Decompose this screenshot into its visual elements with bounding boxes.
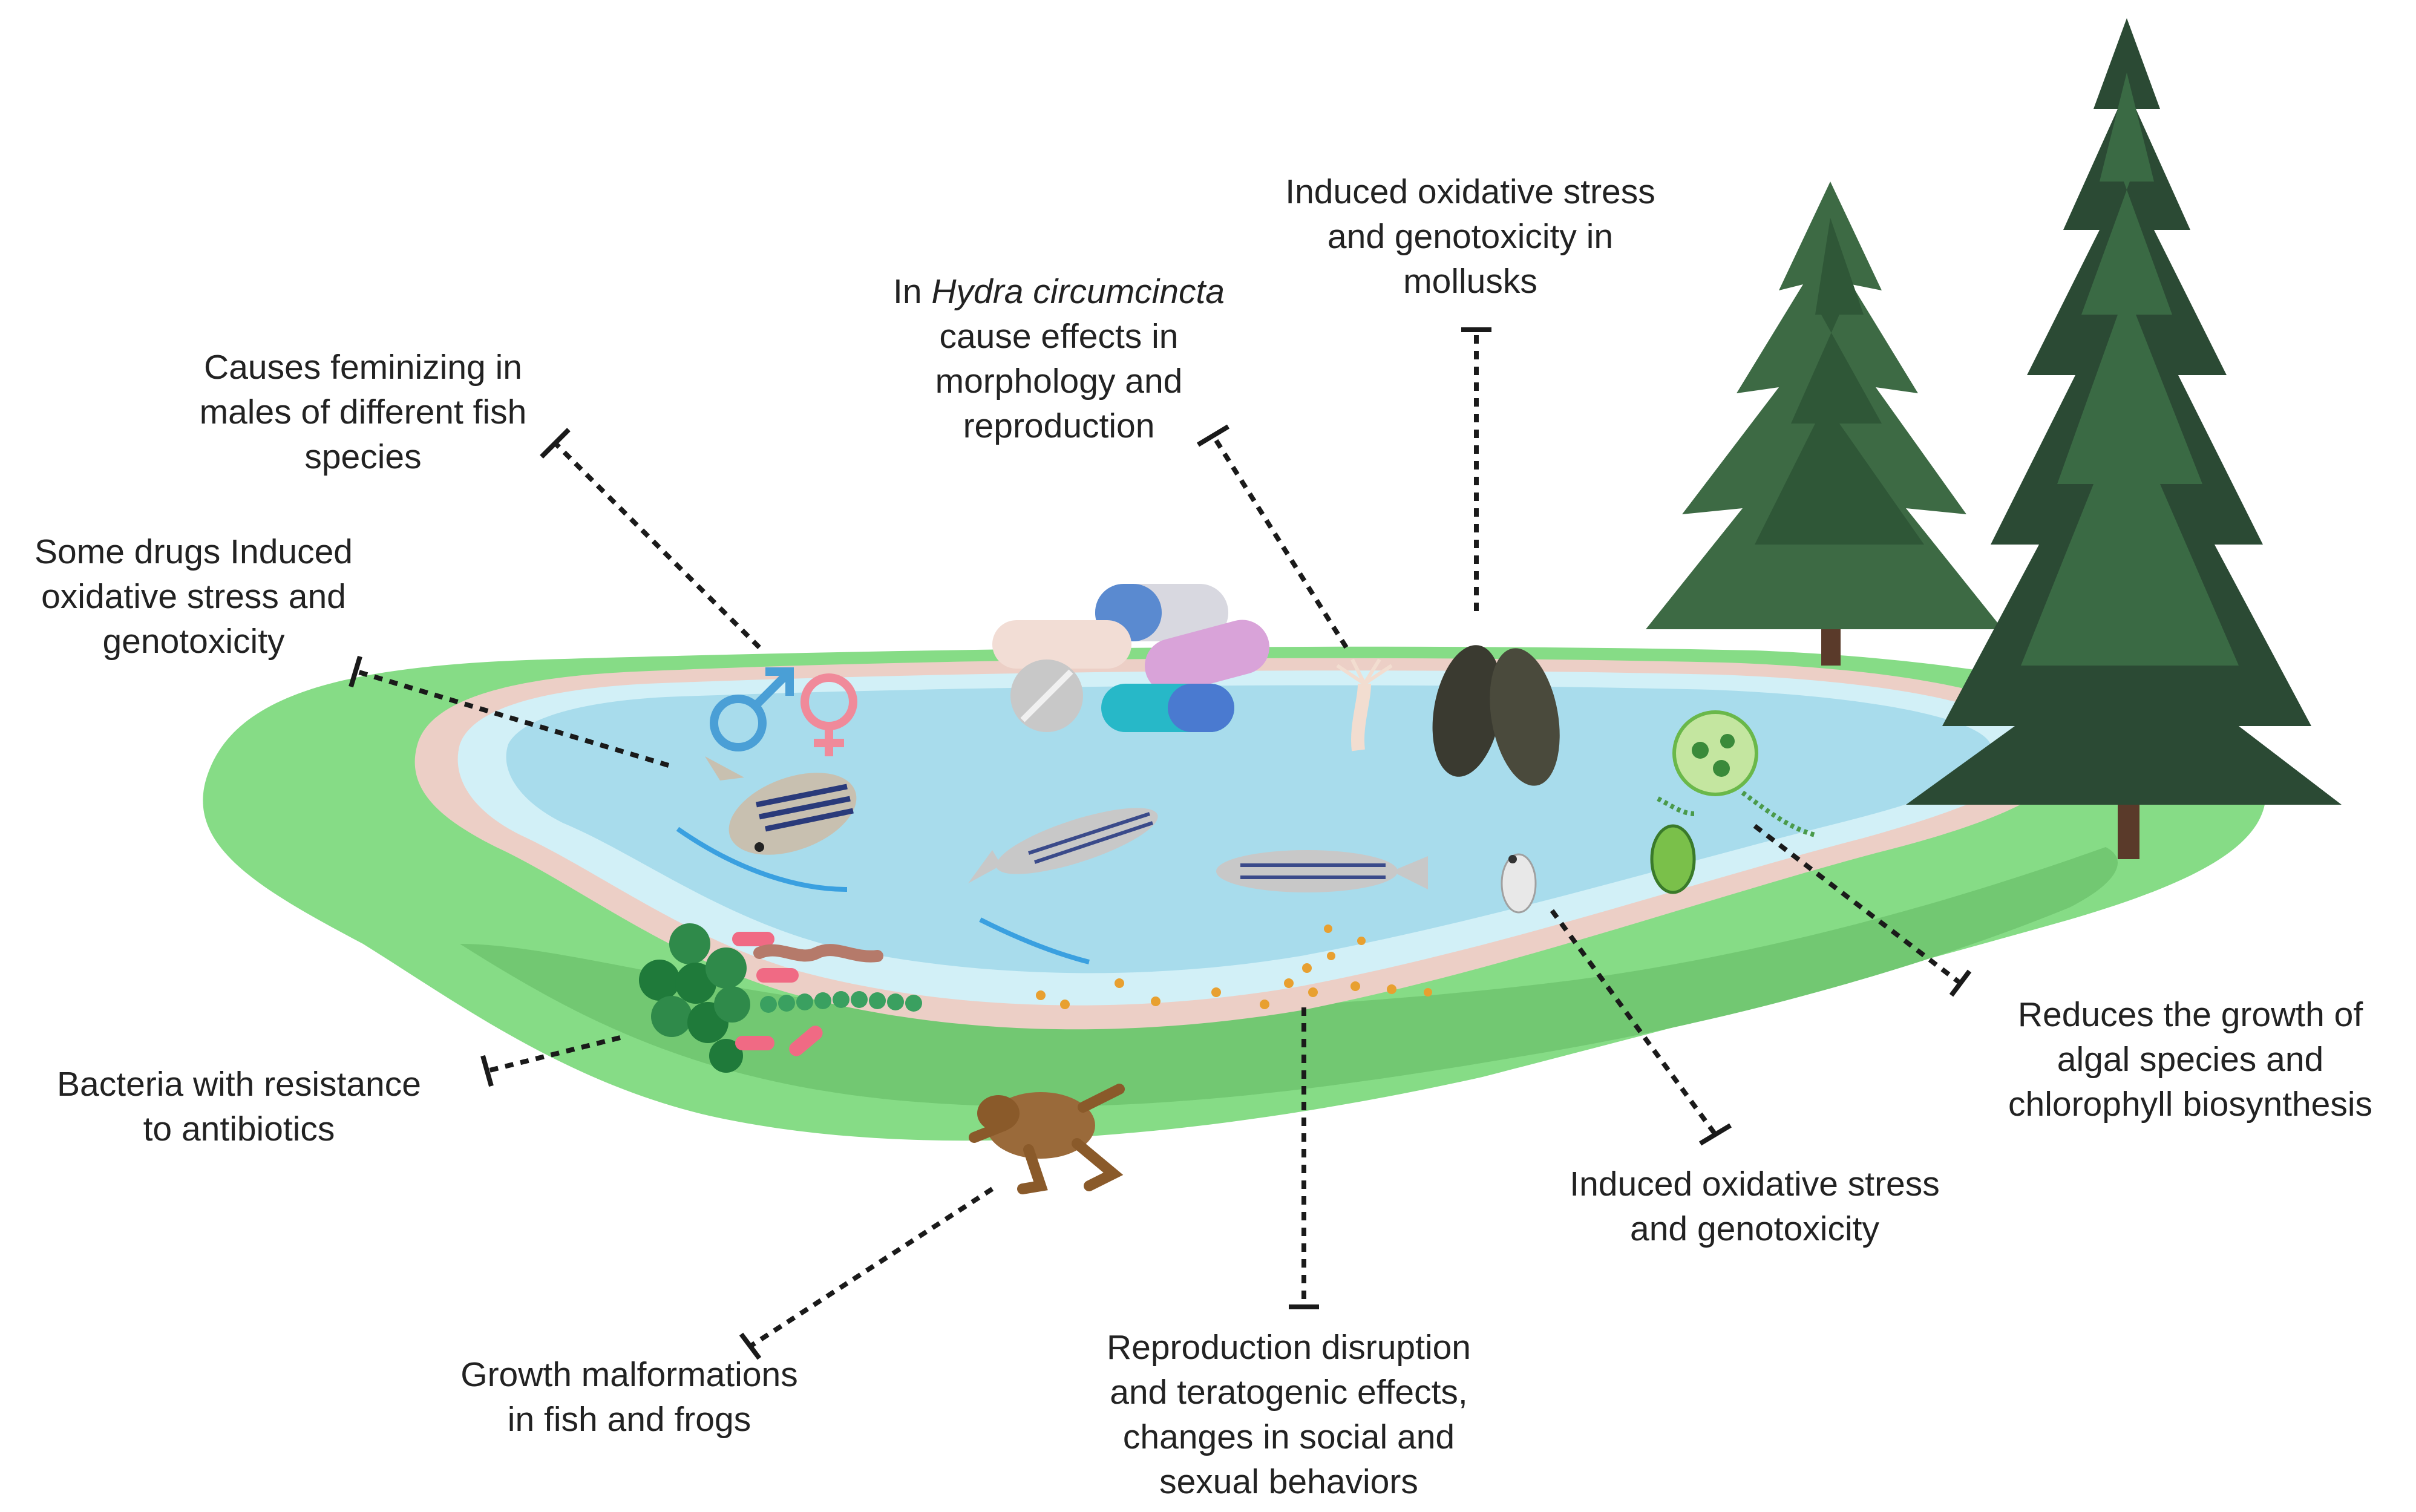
annotation-line: Induced oxidative stress <box>1285 172 1655 211</box>
hydra-icon <box>1336 658 1393 751</box>
annotation-daphnia: Induced oxidative stress and genotoxicit… <box>1525 1162 1985 1251</box>
annotation-line: mollusks <box>1403 262 1537 301</box>
water <box>506 685 1992 974</box>
annotation-line: Growth malformations <box>460 1355 798 1394</box>
annotation-line: Reproduction disruption <box>1106 1328 1472 1367</box>
frog-icon <box>969 1084 1125 1194</box>
annotation-line: cause effects in <box>939 317 1179 356</box>
hydra-species-name: Hydra circumcincta <box>931 272 1225 311</box>
leader-daphnia <box>1550 909 1732 1146</box>
fish-icon <box>1216 850 1428 892</box>
annotation-line: to antibiotics <box>143 1110 335 1148</box>
annotation-line: and teratogenic effects, <box>1110 1373 1468 1412</box>
annotation-line: species <box>304 437 422 476</box>
annotation-drugs-oxidative: Some drugs Induced oxidative stress and … <box>0 529 387 664</box>
female-symbol-icon <box>800 673 857 756</box>
annotation-line: algal species and <box>2057 1040 2324 1079</box>
annotation-line: chlorophyll biosynthesis <box>2008 1085 2372 1124</box>
mussel-icon <box>1432 645 1560 786</box>
annotation-algae: Reduces the growth of algal species and … <box>1960 992 2416 1127</box>
annotation-line: and genotoxicity in <box>1327 217 1614 256</box>
leader-algae <box>1753 823 1972 997</box>
annotation-prefix: In <box>893 272 932 311</box>
leader-feminizing <box>540 428 761 649</box>
annotation-bacteria: Bacteria with resistance to antibiotics <box>12 1062 466 1151</box>
grass-inner <box>460 847 2118 1107</box>
annotation-line: reproduction <box>963 407 1155 445</box>
annotation-reproduction: Reproduction disruption and teratogenic … <box>1059 1325 1519 1504</box>
daphnia-icon <box>1501 853 1537 914</box>
male-symbol-icon <box>710 667 794 751</box>
leader-bacteria <box>480 1035 621 1087</box>
annotation-line: morphology and <box>935 362 1183 401</box>
tree-icon <box>1906 18 2342 859</box>
leader-lines <box>349 327 1972 1360</box>
annotation-line: Causes feminizing in <box>204 348 522 387</box>
algae-icon <box>1650 710 1816 894</box>
annotation-line: in fish and frogs <box>507 1400 751 1439</box>
leader-reproduction <box>1289 1007 1319 1309</box>
annotation-line: In Hydra circumcincta <box>835 269 1283 314</box>
annotation-malformations: Growth malformations in fish and frogs <box>411 1352 847 1442</box>
annotation-line: Some drugs Induced <box>34 532 353 571</box>
water-ripple <box>979 917 1090 964</box>
tree-icon <box>1646 182 2003 666</box>
fish-eggs-icon <box>1036 925 1432 1009</box>
fish-icon <box>705 756 857 855</box>
annotation-feminizing: Causes feminizing in males of different … <box>133 345 593 479</box>
pills-icon <box>992 584 1269 732</box>
annotation-mollusks: Induced oxidative stress and genotoxicit… <box>1234 169 1706 304</box>
leader-malformations <box>739 1186 994 1360</box>
annotation-line: and genotoxicity <box>1630 1209 1879 1248</box>
leader-hydra <box>1196 424 1349 649</box>
annotation-line: changes in social and <box>1122 1418 1455 1456</box>
annotation-line: Induced oxidative stress <box>1570 1165 1940 1203</box>
annotation-line: Reduces the growth of <box>2017 995 2363 1034</box>
annotation-line: genotoxicity <box>102 622 285 661</box>
leader-drugs-oxidative <box>349 655 670 768</box>
annotation-line: oxidative stress and <box>41 577 346 616</box>
annotation-hydra: In Hydra circumcincta cause effects in m… <box>835 269 1283 448</box>
annotation-line: sexual behaviors <box>1159 1462 1418 1501</box>
annotation-line: males of different fish <box>199 393 527 431</box>
fish-icon <box>968 808 1158 883</box>
annotation-line: Bacteria with resistance <box>57 1065 421 1104</box>
leader-mollusks <box>1461 327 1491 611</box>
bacteria-icon <box>639 923 922 1073</box>
water-ripple <box>676 826 848 892</box>
